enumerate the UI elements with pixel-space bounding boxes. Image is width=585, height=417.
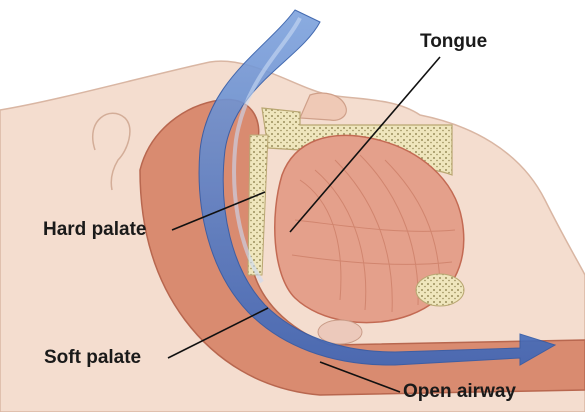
label-tongue: Tongue <box>420 31 487 53</box>
label-soft-palate: Soft palate <box>44 347 141 369</box>
epiglottis <box>318 320 362 344</box>
label-hard-palate: Hard palate <box>43 219 146 241</box>
hyoid-tissue <box>416 274 464 306</box>
label-open-airway: Open airway <box>403 381 516 403</box>
